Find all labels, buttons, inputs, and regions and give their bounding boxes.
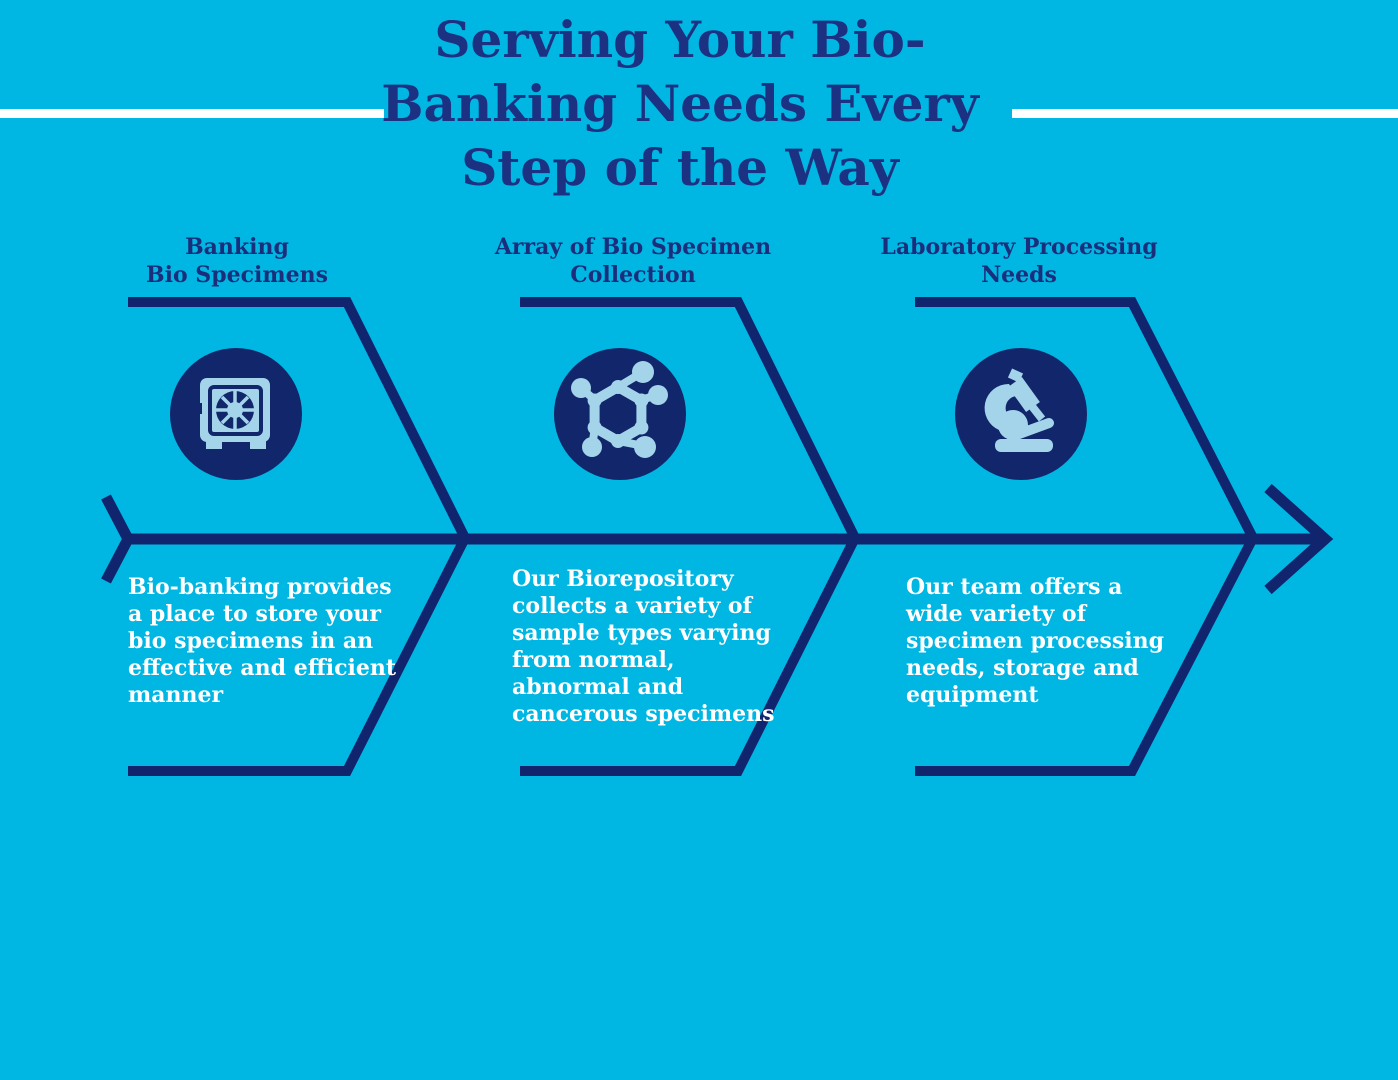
page-title: Serving Your Bio- Banking Needs Every St… bbox=[381, 10, 979, 197]
arrow-head-icon bbox=[1264, 483, 1334, 595]
safe-icon bbox=[170, 348, 302, 480]
molecule-icon-circle bbox=[554, 348, 686, 480]
step-2-description: Our Biorepository collects a variety of … bbox=[512, 566, 775, 727]
step-2-header: Array of Bio Specimen Collection bbox=[494, 234, 772, 288]
molecule-icon bbox=[554, 348, 686, 480]
start-chevron-icon bbox=[101, 494, 135, 584]
step-3-description: Our team offers a wide variety of specim… bbox=[906, 574, 1164, 708]
step-3-header: Laboratory Processing Needs bbox=[880, 234, 1158, 288]
title-divider-right bbox=[1012, 109, 1398, 118]
title-divider-left bbox=[0, 109, 384, 118]
step-1-description: Bio-banking provides a place to store yo… bbox=[128, 574, 397, 708]
microscope-icon-glyph bbox=[984, 368, 1054, 452]
molecule-icon-glyph bbox=[571, 361, 668, 458]
safe-icon-glyph bbox=[197, 378, 270, 449]
microscope-icon bbox=[955, 348, 1087, 480]
step-1-header: Banking Bio Specimens bbox=[146, 234, 328, 288]
